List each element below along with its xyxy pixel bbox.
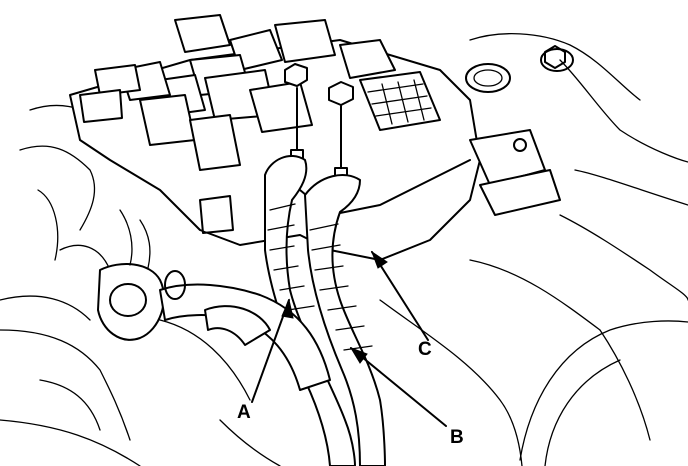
leader-line-a — [251, 299, 290, 403]
callout-label-c: C — [418, 339, 432, 360]
fuse-block — [359, 71, 441, 131]
left-wire-harness — [97, 209, 331, 391]
engine-bay-outline — [0, 33, 688, 466]
leader-line-c — [371, 251, 429, 341]
leader-lines — [251, 250, 447, 427]
cable-b — [304, 174, 386, 466]
grommet — [465, 45, 574, 93]
callout-label-a: A — [237, 402, 251, 423]
callout-label-b: B — [450, 427, 464, 448]
leader-line-b — [350, 347, 447, 427]
